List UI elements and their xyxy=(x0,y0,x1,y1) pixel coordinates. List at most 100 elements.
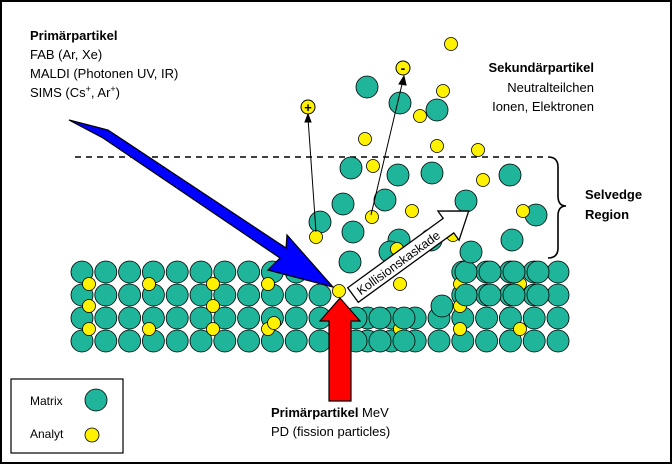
negative-ion: - xyxy=(395,60,411,76)
matrix-particle xyxy=(454,189,478,213)
primary-top-line-fab: FAB (Ar, Xe) xyxy=(30,47,102,62)
matrix-particle xyxy=(237,283,261,307)
positive-ion-arrowhead xyxy=(304,112,312,123)
matrix-particle xyxy=(526,283,550,307)
analyte-particle xyxy=(516,204,530,218)
primary-top-line-maldi: MALDI (Photonen UV, IR) xyxy=(30,66,178,81)
analyte-particle xyxy=(206,299,220,313)
matrix-particle xyxy=(118,260,142,284)
positive-sign: + xyxy=(304,100,312,115)
matrix-particle xyxy=(500,228,524,252)
matrix-particle xyxy=(430,294,454,318)
matrix-particle xyxy=(189,260,213,284)
matrix-particle xyxy=(368,306,392,330)
matrix-particle xyxy=(94,329,118,353)
matrix-particle xyxy=(165,329,189,353)
analyte-particle xyxy=(513,322,527,336)
matrix-particle xyxy=(331,192,355,216)
matrix-particle xyxy=(368,329,392,353)
ion-trajectories xyxy=(304,74,407,233)
matrix-particle xyxy=(237,306,261,330)
matrix-particle xyxy=(427,329,451,353)
matrix-particle xyxy=(94,306,118,330)
matrix-particle xyxy=(189,283,213,307)
matrix-particle xyxy=(546,283,570,307)
matrix-particle xyxy=(388,91,412,115)
matrix-particle xyxy=(454,260,478,284)
matrix-particle xyxy=(118,283,142,307)
matrix-particle xyxy=(308,283,332,307)
analyte-particle xyxy=(267,316,281,330)
matrix-particle xyxy=(284,329,308,353)
matrix-particle xyxy=(284,306,308,330)
matrix-particle xyxy=(118,329,142,353)
sample-lattice xyxy=(70,260,570,353)
primary-beam-arrow xyxy=(68,119,335,289)
analyte-particle xyxy=(366,159,380,173)
analyte-particle xyxy=(430,139,444,153)
analyte-particle xyxy=(82,299,96,313)
matrix-particle xyxy=(355,75,379,99)
analyte-particle xyxy=(206,277,220,291)
analyte-particle xyxy=(471,143,485,157)
matrix-particle xyxy=(502,260,526,284)
matrix-particle xyxy=(502,283,526,307)
legend-analyte-label: Analyt xyxy=(30,427,64,441)
legend: Matrix Analyt xyxy=(10,378,124,454)
matrix-particle xyxy=(308,329,332,353)
secondary-line-ions: Ionen, Elektronen xyxy=(492,99,594,114)
analyte-particle xyxy=(309,230,323,244)
matrix-particle xyxy=(420,161,444,185)
analyte-particle xyxy=(453,322,467,336)
impact-analyte-particle xyxy=(332,284,346,298)
matrix-particle xyxy=(522,329,546,353)
analyte-particle xyxy=(476,173,490,187)
matrix-particle xyxy=(341,220,365,244)
analyte-particle xyxy=(206,322,220,336)
matrix-particle xyxy=(459,240,483,264)
secondary-title: Sekundärpartikel xyxy=(489,60,595,75)
negative-sign: - xyxy=(401,60,406,76)
negative-ion-trajectory xyxy=(370,79,404,216)
legend-matrix-label: Matrix xyxy=(30,394,63,408)
matrix-particle xyxy=(94,260,118,284)
matrix-particle xyxy=(386,163,410,187)
primary-top-title: Primärpartikel xyxy=(30,28,117,43)
analyte-particle xyxy=(82,322,96,336)
matrix-particle xyxy=(118,306,142,330)
matrix-particle xyxy=(339,156,363,180)
matrix-particle xyxy=(165,283,189,307)
matrix-particle xyxy=(213,306,237,330)
analyte-particle xyxy=(444,37,458,51)
matrix-particle xyxy=(454,283,478,307)
matrix-particle xyxy=(373,188,397,212)
matrix-particle xyxy=(237,260,261,284)
matrix-particle xyxy=(284,283,308,307)
analyte-particle xyxy=(358,132,372,146)
matrix-particle xyxy=(213,329,237,353)
matrix-particle xyxy=(546,306,570,330)
analyte-particle xyxy=(413,109,427,123)
legend-analyte-swatch xyxy=(84,427,100,443)
matrix-particle xyxy=(526,260,550,284)
matrix-particle xyxy=(475,306,499,330)
matrix-particle xyxy=(392,329,416,353)
selvedge-label-line2: Region xyxy=(585,207,629,222)
selvedge-label-line1: Selvedge xyxy=(585,187,642,202)
legend-box xyxy=(10,378,124,454)
matrix-particle xyxy=(498,329,522,353)
analyte-particle xyxy=(393,277,407,291)
matrix-particle xyxy=(237,329,261,353)
analyte-particle xyxy=(261,277,275,291)
matrix-particle xyxy=(478,283,502,307)
primary-bottom-line2: PD (fission particles) xyxy=(271,424,390,439)
positive-ion: + xyxy=(300,99,316,115)
secondary-line-neutral: Neutralteilchen xyxy=(507,80,594,95)
matrix-particle xyxy=(213,260,237,284)
matrix-particle xyxy=(189,306,213,330)
matrix-particle xyxy=(308,210,332,234)
analyte-particle xyxy=(405,204,419,218)
sputtered-particles xyxy=(308,37,548,274)
matrix-particle xyxy=(475,329,499,353)
